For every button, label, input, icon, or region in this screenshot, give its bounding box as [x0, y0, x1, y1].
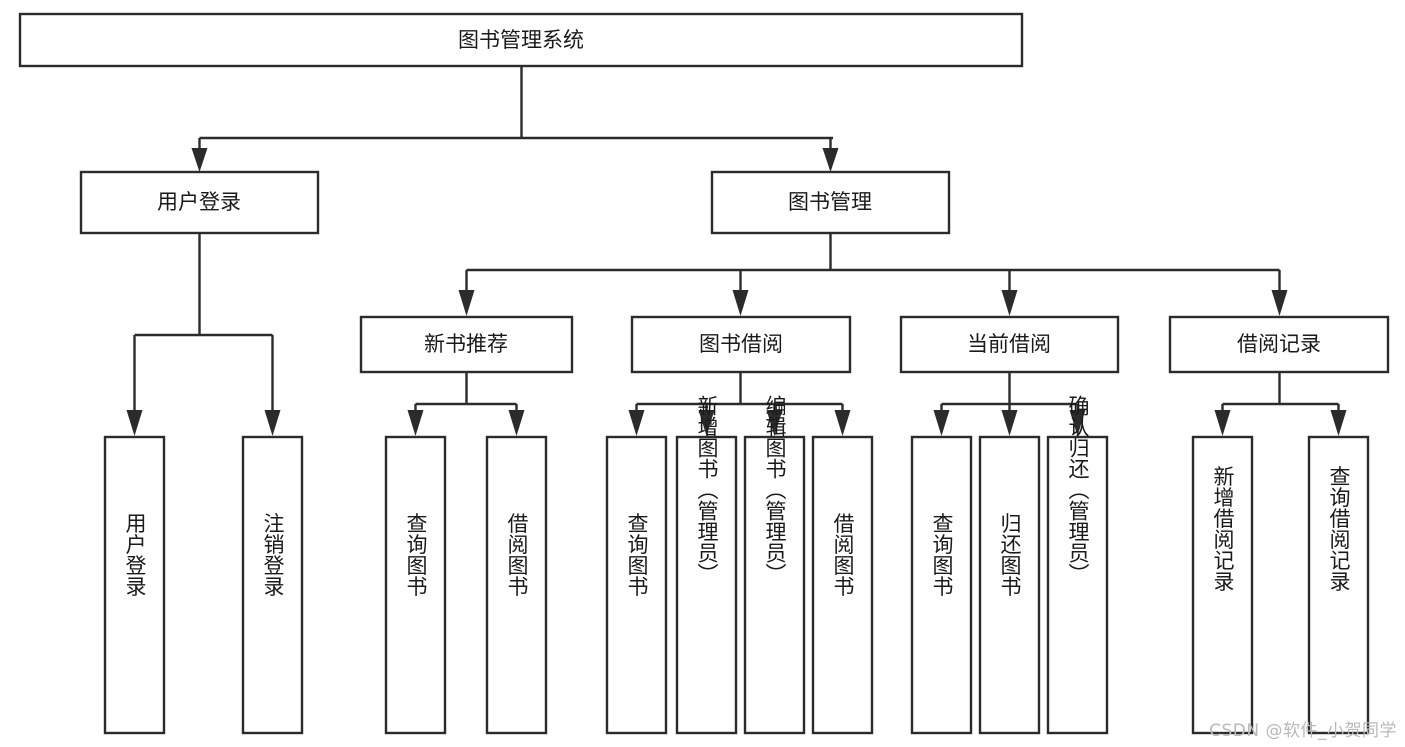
node-leaf-bb-edit-book-box[interactable]: [743, 435, 806, 735]
node-root-system-box[interactable]: [18, 12, 1024, 68]
arrowhead-nb-leaf1: [407, 410, 424, 436]
node-leaf-logout[interactable]: 注销登录: [241, 435, 304, 735]
arrowhead-cb-leaf3: [1069, 410, 1086, 436]
arrowhead-leaf-user-login: [126, 410, 143, 436]
connector-group-root: [191, 66, 839, 172]
node-leaf-cb-query-book-label: 查询图书: [930, 512, 954, 596]
node-book-borrow-box[interactable]: [630, 315, 852, 374]
arrowhead-book-borrow: [732, 290, 749, 316]
node-leaf-cb-return-book[interactable]: 归还图书: [978, 435, 1041, 735]
arrowhead-book-mgmt: [822, 148, 839, 172]
node-leaf-logout-box[interactable]: [241, 435, 304, 735]
node-root-system[interactable]: 图书管理系统: [18, 12, 1024, 68]
node-book-management[interactable]: 图书管理: [710, 170, 951, 235]
node-leaf-br-query-record-box[interactable]: [1307, 435, 1370, 735]
node-leaf-nb-borrow-book-label: 借阅图书: [505, 512, 529, 596]
connector-group-new-book: [407, 372, 525, 436]
node-leaf-bb-add-book[interactable]: 新增图书（管理员）: [675, 395, 738, 735]
connector-group-borrow-record: [1214, 372, 1347, 436]
node-leaf-cb-confirm-return-box[interactable]: [1046, 435, 1109, 735]
arrowhead-br-leaf1: [1214, 410, 1231, 436]
arrowhead-leaf-logout: [264, 410, 281, 436]
node-root-system-label: 图书管理系统: [458, 28, 584, 52]
arrowhead-bb-leaf4: [834, 410, 851, 436]
arrowhead-cb-leaf1: [933, 410, 950, 436]
arrowhead-borrow-record: [1271, 290, 1288, 316]
node-leaf-cb-query-book[interactable]: 查询图书: [910, 435, 973, 735]
connector-group-book-mgmt: [458, 233, 1288, 316]
arrowhead-user-login: [191, 148, 208, 172]
node-book-borrow-label: 图书借阅: [699, 332, 783, 356]
arrowhead-nb-leaf2: [508, 410, 525, 436]
node-borrow-record[interactable]: 借阅记录: [1168, 315, 1390, 374]
node-leaf-br-query-record-label: 查询借阅记录: [1327, 465, 1351, 591]
node-book-management-box[interactable]: [710, 170, 951, 235]
node-leaf-cb-confirm-return-label: 确认归还（管理员）: [1066, 395, 1090, 584]
node-leaf-cb-query-book-box[interactable]: [910, 435, 973, 735]
arrowhead-bb-leaf2: [698, 410, 715, 436]
node-leaf-br-add-record[interactable]: 新增借阅记录: [1191, 435, 1254, 735]
node-current-borrow-box[interactable]: [899, 315, 1120, 374]
node-leaf-cb-confirm-return[interactable]: 确认归还（管理员）: [1046, 395, 1109, 735]
node-leaf-nb-query-book-box[interactable]: [384, 435, 447, 735]
node-leaf-bb-query-book-box[interactable]: [605, 435, 668, 735]
node-leaf-bb-borrow-book-box[interactable]: [811, 435, 874, 735]
node-new-book-recommend-label: 新书推荐: [424, 332, 508, 356]
node-leaf-nb-borrow-book-box[interactable]: [485, 435, 548, 735]
node-leaf-user-login-label: 用户登录: [123, 512, 147, 596]
arrowhead-new-book: [458, 290, 475, 316]
node-borrow-record-label: 借阅记录: [1237, 332, 1321, 356]
node-leaf-bb-query-book[interactable]: 查询图书: [605, 435, 668, 735]
node-current-borrow-label: 当前借阅: [967, 332, 1051, 356]
node-user-login-label: 用户登录: [157, 190, 241, 214]
node-leaf-bb-query-book-label: 查询图书: [625, 512, 649, 596]
node-leaf-br-query-record[interactable]: 查询借阅记录: [1307, 435, 1370, 735]
node-leaf-bb-edit-book-label: 编辑图书（管理员）: [763, 395, 787, 584]
node-leaf-user-login[interactable]: 用户登录: [103, 435, 166, 735]
arrowhead-bb-leaf3: [766, 410, 783, 436]
node-leaf-logout-label: 注销登录: [261, 512, 285, 596]
connector-group-current-borrow: [933, 372, 1086, 436]
node-book-management-label: 图书管理: [788, 190, 872, 214]
node-leaf-bb-edit-book[interactable]: 编辑图书（管理员）: [743, 395, 806, 735]
node-new-book-recommend[interactable]: 新书推荐: [359, 315, 574, 374]
node-current-borrow[interactable]: 当前借阅: [899, 315, 1120, 374]
node-leaf-br-add-record-label: 新增借阅记录: [1211, 465, 1235, 591]
connector-group-book-borrow: [628, 372, 851, 436]
node-leaf-bb-borrow-book[interactable]: 借阅图书: [811, 435, 874, 735]
node-book-borrow[interactable]: 图书借阅: [630, 315, 852, 374]
arrowhead-cb-leaf2: [1001, 410, 1018, 436]
connector-group-user-login: [126, 233, 281, 436]
arrowhead-bb-leaf1: [628, 410, 645, 436]
node-leaf-nb-query-book-label: 查询图书: [404, 512, 428, 596]
node-new-book-recommend-box[interactable]: [359, 315, 574, 374]
node-leaf-cb-return-book-label: 归还图书: [998, 512, 1022, 596]
node-leaf-nb-query-book[interactable]: 查询图书: [384, 435, 447, 735]
node-leaf-bb-add-book-box[interactable]: [675, 435, 738, 735]
node-leaf-bb-add-book-label: 新增图书（管理员）: [695, 395, 719, 584]
node-user-login[interactable]: 用户登录: [79, 170, 320, 235]
arrowhead-br-leaf2: [1330, 410, 1347, 436]
node-leaf-cb-return-book-box[interactable]: [978, 435, 1041, 735]
node-leaf-nb-borrow-book[interactable]: 借阅图书: [485, 435, 548, 735]
node-user-login-box[interactable]: [79, 170, 320, 235]
node-leaf-bb-borrow-book-label: 借阅图书: [831, 512, 855, 596]
node-borrow-record-box[interactable]: [1168, 315, 1390, 374]
arrowhead-current-borrow: [1001, 290, 1018, 316]
node-leaf-br-add-record-box[interactable]: [1191, 435, 1254, 735]
node-leaf-user-login-box[interactable]: [103, 435, 166, 735]
